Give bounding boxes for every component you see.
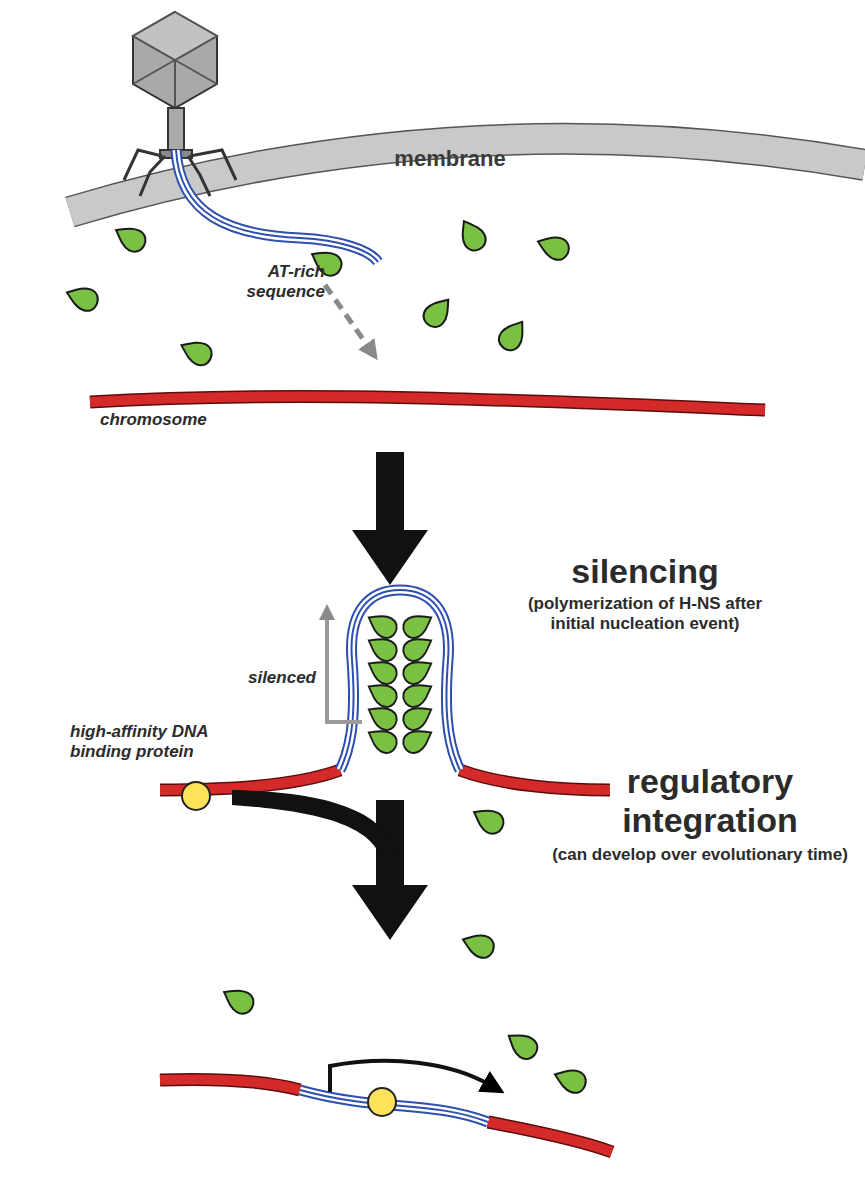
chromosome-outline bbox=[90, 397, 765, 410]
silenced-locus bbox=[160, 590, 610, 790]
h-ns-proteins bbox=[219, 802, 589, 1095]
protein-label: high-affinity DNA binding protein bbox=[70, 722, 220, 761]
injected-dna bbox=[176, 150, 378, 262]
dna-binding-protein bbox=[368, 1088, 396, 1116]
silenced-label: silenced bbox=[226, 668, 316, 688]
integrated-locus bbox=[160, 1061, 612, 1152]
step-note: (polymerization of H-NS after initial nu… bbox=[505, 594, 785, 633]
dashed-arrow bbox=[325, 285, 372, 352]
membrane-label: membrane bbox=[370, 146, 530, 171]
dna-binding-protein bbox=[182, 782, 210, 810]
step-note: (can develop over evolutionary time) bbox=[545, 845, 855, 865]
sequence-label: AT-rich sequence bbox=[205, 262, 325, 301]
step-title: silencing bbox=[520, 552, 770, 591]
h-ns-polymer bbox=[364, 608, 437, 756]
chromosome-label: chromosome bbox=[100, 410, 280, 430]
step-title: regulatory integration bbox=[560, 762, 860, 840]
silenced-arrow bbox=[327, 612, 362, 722]
h-ns-proteins bbox=[63, 216, 572, 369]
step-arrow bbox=[352, 452, 428, 585]
integration-arrow bbox=[232, 790, 428, 940]
chromosome bbox=[90, 397, 765, 410]
